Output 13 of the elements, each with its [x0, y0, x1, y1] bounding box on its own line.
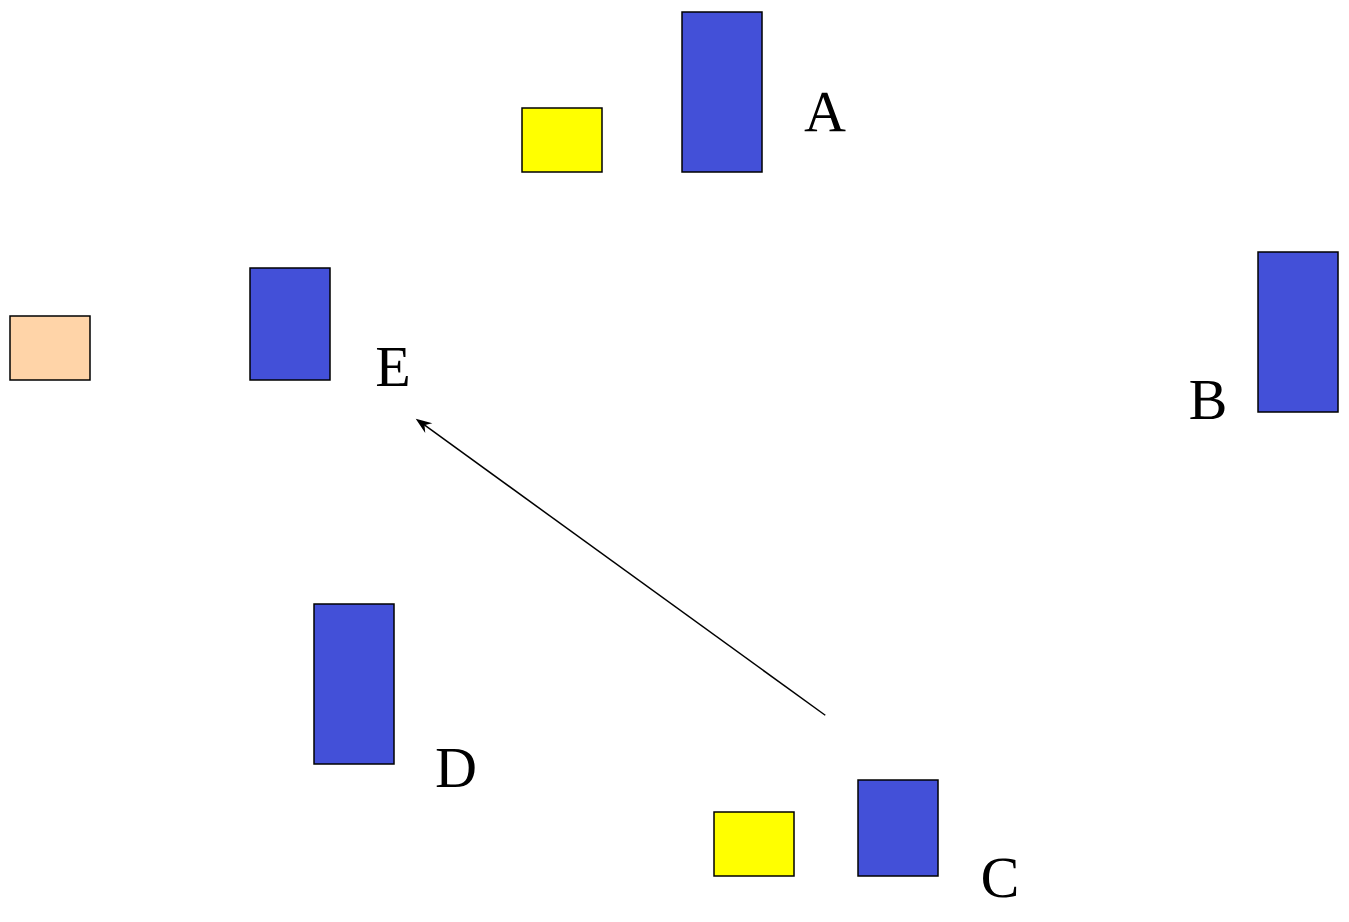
- box: [249, 267, 331, 381]
- box: [313, 603, 395, 765]
- box: [713, 811, 795, 877]
- box: [9, 315, 91, 381]
- letter-label: B: [1190, 380, 1225, 420]
- box: [681, 11, 763, 173]
- letter-label: D: [436, 748, 475, 788]
- letter-label: E: [376, 348, 408, 386]
- letter-label: A: [804, 92, 846, 132]
- box: [1257, 251, 1339, 413]
- box: [521, 107, 603, 173]
- box: [857, 779, 939, 877]
- letter-label: C: [983, 858, 1017, 898]
